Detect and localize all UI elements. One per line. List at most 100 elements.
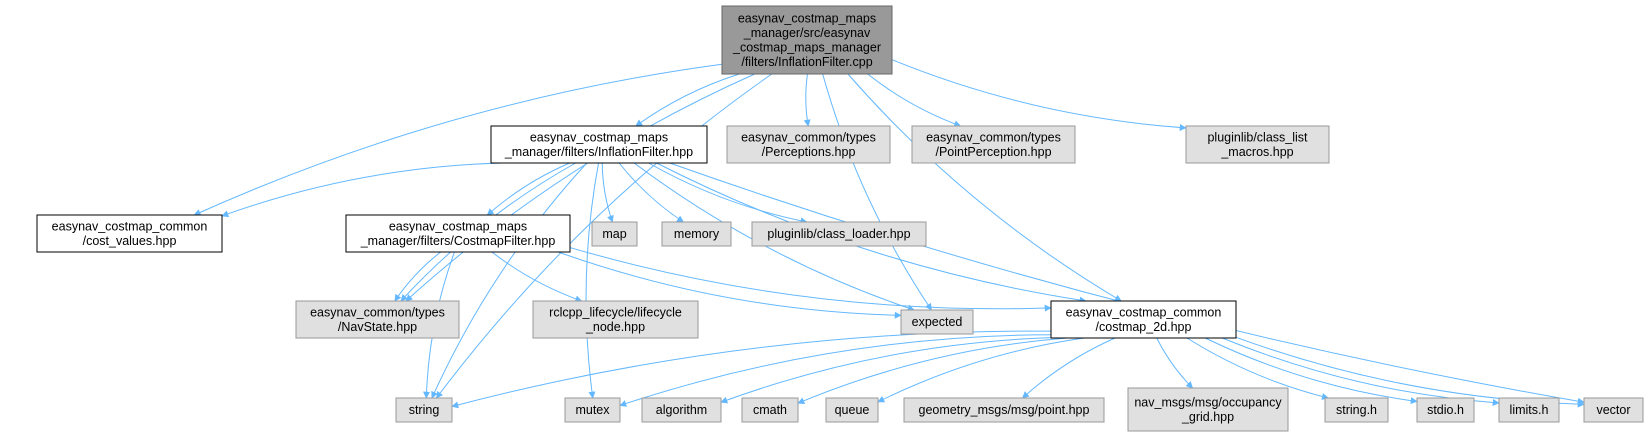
node-occupancy[interactable]: nav_msgs/msg/occupancy_grid.hpp: [1127, 387, 1289, 432]
node-navstate-box: [295, 300, 460, 339]
node-point[interactable]: geometry_msgs/msg/point.hpp: [903, 397, 1105, 423]
node-stringh-label-line: string.h: [1336, 403, 1377, 417]
node-classlist-box: [1185, 125, 1330, 164]
node-lifecycle[interactable]: rclcpp_lifecycle/lifecycle_node.hpp: [532, 300, 699, 339]
node-classloader[interactable]: pluginlib/class_loader.hpp: [751, 221, 927, 247]
node-memory[interactable]: memory: [661, 221, 732, 247]
node-lifecycle-label-line: rclcpp_lifecycle/lifecycle: [549, 305, 682, 319]
edge-root-to-pointperception: [867, 73, 962, 128]
edge-root-to-costmap2d: [847, 73, 1122, 302]
edge-root-to-expected: [822, 73, 932, 311]
node-vector-box: [1583, 397, 1644, 423]
edge-cfhpp-to-expected: [557, 251, 902, 319]
node-navstate-label-line: easynav_common/types: [310, 305, 445, 319]
edge-cfhpp-to-lifecycle: [491, 251, 583, 303]
node-ifhpp-label-line: easynav_costmap_maps: [530, 130, 668, 144]
node-limitsh[interactable]: limits.h: [1498, 397, 1560, 423]
node-stringh[interactable]: string.h: [1324, 397, 1389, 423]
node-perceptions-box: [726, 125, 891, 164]
node-stdioh[interactable]: stdio.h: [1416, 397, 1475, 423]
node-memory-box: [661, 221, 732, 247]
node-root-label-line: /filters/InflationFilter.cpp: [741, 55, 872, 69]
node-root-label-line: _manager/src/easynav: [743, 26, 871, 40]
node-ifhpp-label-line: _manager/filters/InflationFilter.hpp: [504, 145, 693, 159]
node-vector[interactable]: vector: [1583, 397, 1644, 423]
edge-root-to-ifhpp: [635, 73, 740, 127]
node-algorithm[interactable]: algorithm: [641, 397, 722, 423]
node-root-label-line: easynav_costmap_maps: [738, 11, 876, 25]
edge-costmap2d-to-cmath: [797, 337, 1068, 405]
node-point-box: [903, 397, 1105, 423]
node-root-label-line: _costmap_maps_manager: [732, 40, 881, 54]
edge-costmap2d-to-algorithm: [720, 337, 1052, 404]
node-costmap2d[interactable]: easynav_costmap_common/costmap_2d.hpp: [1050, 300, 1237, 339]
node-stringh-box: [1324, 397, 1389, 423]
node-pointperception-label-line: easynav_common/types: [926, 130, 1061, 144]
node-mutex-box: [564, 397, 621, 423]
node-map[interactable]: map: [591, 221, 638, 247]
node-expected[interactable]: expected: [900, 309, 974, 335]
node-cmath-label-line: cmath: [753, 403, 787, 417]
node-cmath[interactable]: cmath: [741, 397, 799, 423]
node-occupancy-label-line: nav_msgs/msg/occupancy: [1134, 395, 1282, 409]
node-classlist-label-line: _macros.hpp: [1220, 145, 1293, 159]
node-string-label-line: string: [409, 403, 440, 417]
node-pointperception[interactable]: easynav_common/types/PointPerception.hpp: [911, 125, 1076, 164]
edge-ifhpp-to-vector: [669, 162, 1585, 405]
node-perceptions[interactable]: easynav_common/types/Perceptions.hpp: [726, 125, 891, 164]
node-ifhpp[interactable]: easynav_costmap_maps_manager/filters/Inf…: [490, 125, 708, 164]
node-navstate[interactable]: easynav_common/types/NavState.hpp: [295, 300, 460, 339]
node-occupancy-box: [1127, 387, 1289, 432]
node-costvalues-label-line: easynav_costmap_common: [52, 219, 208, 233]
node-layer: easynav_costmap_maps_manager/src/easynav…: [36, 5, 1644, 432]
node-classlist-label-line: pluginlib/class_list: [1207, 130, 1308, 144]
edge-ifhpp-to-expected: [633, 162, 915, 312]
node-stdioh-label-line: stdio.h: [1427, 403, 1464, 417]
node-costmap2d-box: [1050, 300, 1237, 339]
edge-ifhpp-to-classloader: [648, 162, 808, 225]
edge-costmap2d-to-mutex: [619, 334, 1052, 407]
node-string-box: [395, 397, 453, 423]
node-queue[interactable]: queue: [825, 397, 879, 423]
edge-ifhpp-to-costmap2d: [656, 162, 1087, 304]
node-cfhpp-label-line: easynav_costmap_maps: [389, 219, 527, 233]
edge-costmap2d-to-point: [1021, 337, 1116, 399]
edge-costmap2d-to-stdioh: [1205, 337, 1418, 405]
node-ifhpp-box: [490, 125, 708, 164]
node-lifecycle-box: [532, 300, 699, 339]
node-queue-label-line: queue: [835, 403, 870, 417]
node-vector-label-line: vector: [1596, 403, 1630, 417]
node-classlist[interactable]: pluginlib/class_list_macros.hpp: [1185, 125, 1330, 164]
node-root[interactable]: easynav_costmap_maps_manager/src/easynav…: [721, 5, 893, 75]
node-string[interactable]: string: [395, 397, 453, 423]
edge-costmap2d-to-occupancy: [1156, 337, 1194, 389]
node-navstate-label-line: /NavState.hpp: [338, 320, 417, 334]
edge-ifhpp-to-mutex: [585, 162, 600, 399]
node-cfhpp[interactable]: easynav_costmap_maps_manager/filters/Cos…: [345, 214, 571, 253]
node-expected-label-line: expected: [912, 315, 963, 329]
node-costvalues[interactable]: easynav_costmap_common/cost_values.hpp: [36, 214, 223, 253]
edge-ifhpp-to-string: [431, 162, 588, 399]
node-mutex[interactable]: mutex: [564, 397, 621, 423]
node-root-box: [721, 5, 893, 75]
edge-cfhpp-to-costmap2d: [569, 247, 1052, 312]
node-pointperception-label-line: /PointPerception.hpp: [935, 145, 1051, 159]
node-lifecycle-label-line: _node.hpp: [585, 320, 645, 334]
edge-ifhpp-to-memory: [618, 162, 685, 223]
node-limitsh-label-line: limits.h: [1510, 403, 1549, 417]
node-occupancy-label-line: _grid.hpp: [1181, 410, 1234, 424]
node-classloader-box: [751, 221, 927, 247]
node-costmap2d-label-line: /costmap_2d.hpp: [1096, 320, 1192, 334]
edge-ifhpp-to-map: [601, 162, 614, 223]
node-costmap2d-label-line: easynav_costmap_common: [1066, 305, 1222, 319]
node-costvalues-label-line: /cost_values.hpp: [83, 234, 177, 248]
node-cmath-box: [741, 397, 799, 423]
node-map-label-line: map: [602, 227, 626, 241]
node-point-label-line: geometry_msgs/msg/point.hpp: [919, 403, 1090, 417]
node-costvalues-box: [36, 214, 223, 253]
edge-root-to-navstate: [405, 73, 755, 302]
edge-costmap2d-to-queue: [877, 337, 1084, 403]
edge-layer: [193, 59, 1585, 409]
edge-root-to-classlist: [891, 59, 1187, 131]
